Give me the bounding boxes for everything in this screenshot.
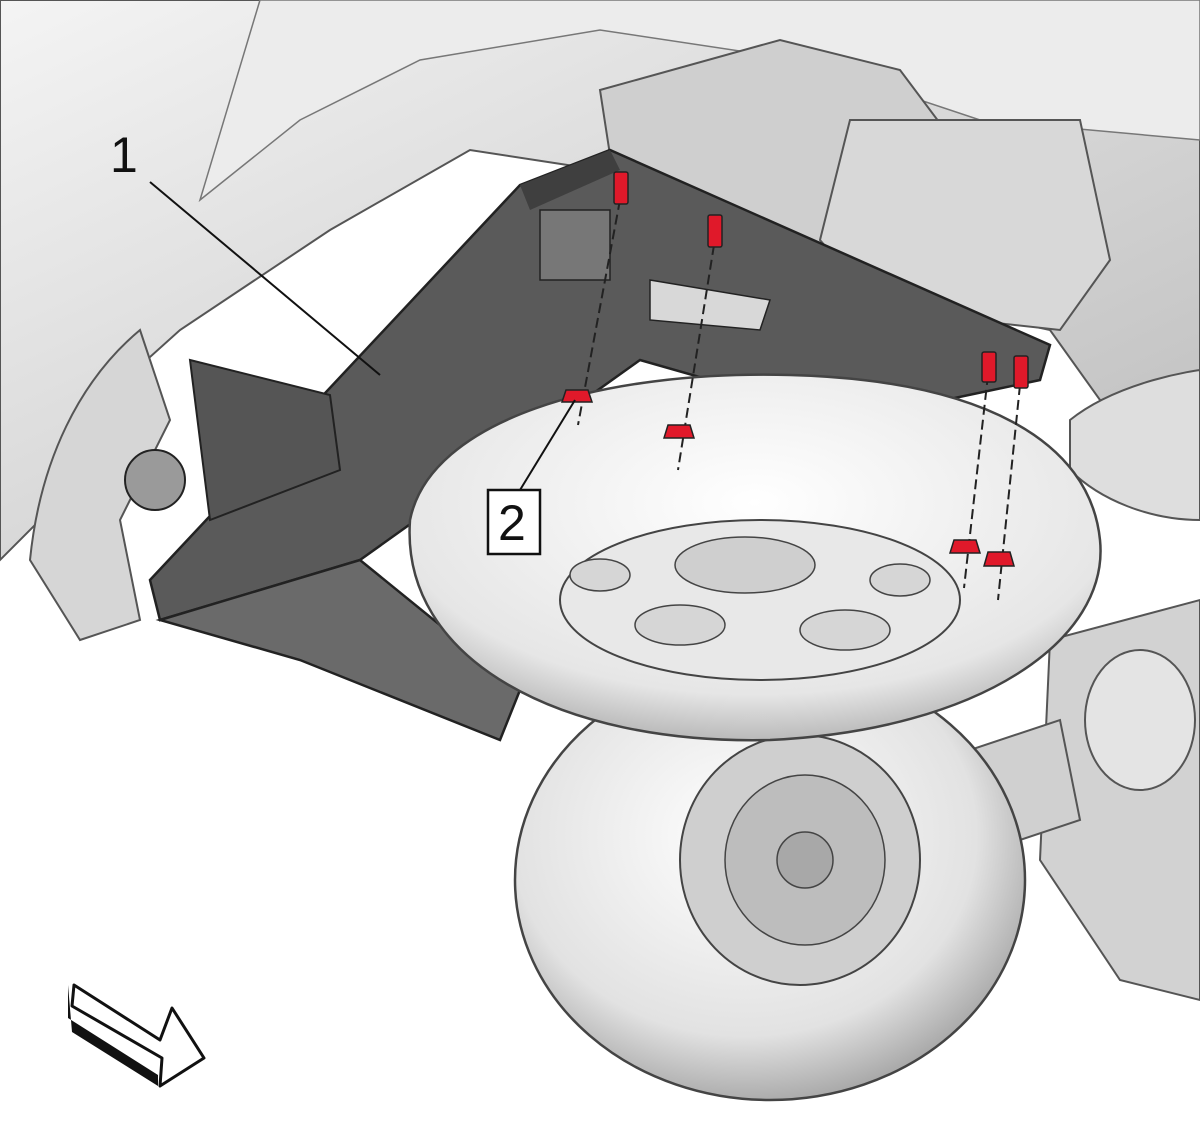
front-direction-arrow-icon <box>68 983 206 1088</box>
fastener-group <box>560 171 1029 601</box>
spare-tire <box>408 373 1102 742</box>
callout-1-label: 1 <box>110 127 138 183</box>
callout-1-leader <box>149 181 381 376</box>
fastener-3 <box>948 351 997 589</box>
callout-1: 1 <box>110 127 381 376</box>
fastener-1 <box>560 171 629 426</box>
callout-2-label: 2 <box>498 495 526 551</box>
callout-2-leader <box>519 399 576 491</box>
fastener-2 <box>662 214 723 471</box>
callout-2-box <box>486 488 542 556</box>
fastener-4 <box>983 355 1029 601</box>
spare-tire-carrier-bracket <box>124 148 1052 742</box>
callout-2: 2 <box>486 399 576 556</box>
rear-axle-assembly <box>878 368 1200 1002</box>
